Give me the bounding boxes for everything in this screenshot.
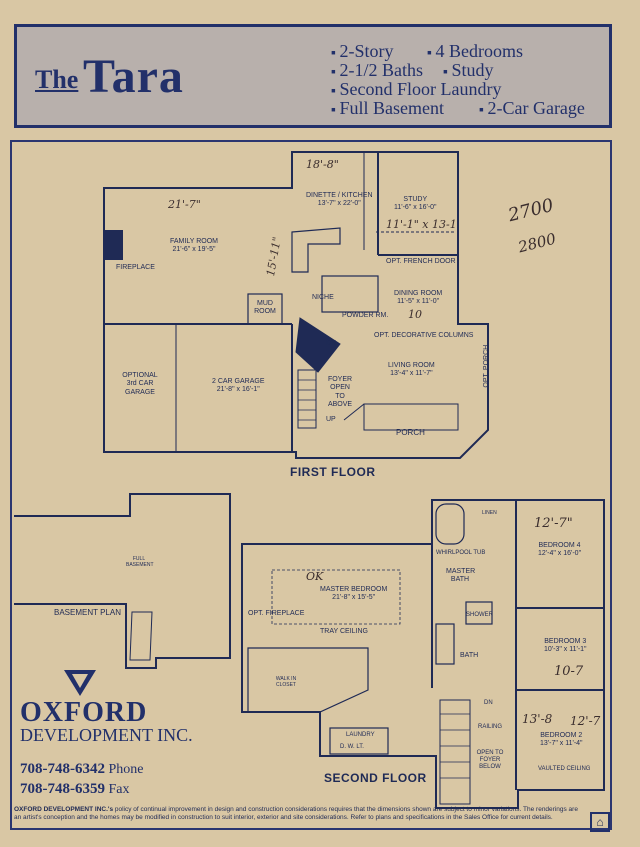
room-label: D. W. LT. xyxy=(340,744,364,750)
room-label: OPEN TO FOYER BELOW xyxy=(476,750,504,771)
company-subname: DEVELOPMENT INC. xyxy=(20,725,193,745)
handwritten-note: 10 xyxy=(408,308,422,321)
room-label: TRAY CEILING xyxy=(320,628,368,635)
room-label: DN xyxy=(484,700,493,706)
room-label: RAILING xyxy=(478,724,503,730)
handwritten-note: 21'-7" xyxy=(168,198,201,211)
title-article: The xyxy=(35,65,79,94)
room-label: FOYER OPEN TO ABOVE xyxy=(327,376,353,409)
first-floor-outline xyxy=(103,151,489,459)
handwritten-note: 12'-7 xyxy=(570,714,601,728)
room-label: LAUNDRY xyxy=(346,732,375,738)
plan-frame xyxy=(10,140,612,830)
room-label: OPT. FRENCH DOOR xyxy=(386,258,456,265)
feature-item: 2-Story xyxy=(331,41,393,62)
room-label: DN xyxy=(326,340,337,347)
equal-housing-icon: ⌂ xyxy=(590,812,610,832)
feature-item: 2-Car Garage xyxy=(479,98,584,119)
model-name: Tara xyxy=(83,50,184,103)
fax-line: 708-748-6359 Fax xyxy=(20,781,130,797)
room-label: MASTER BATH xyxy=(446,568,476,584)
handwritten-note: 12'-7" xyxy=(534,516,573,531)
room-label: SHOWER xyxy=(466,612,493,618)
first-floor-title: FIRST FLOOR xyxy=(290,465,376,479)
feature-item: Second Floor Laundry xyxy=(331,79,501,100)
room-label: NICHE xyxy=(312,294,334,301)
disclaimer: OXFORD DEVELOPMENT INC.'s policy of cont… xyxy=(14,806,578,822)
room-label: VAULTED CEILING xyxy=(538,766,591,772)
handwritten-note: 11'-1" x 13-1 xyxy=(386,218,457,231)
fireplace-mark xyxy=(103,230,123,260)
basement-outline xyxy=(14,493,231,669)
room-label: FIREPLACE xyxy=(116,264,155,271)
feature-item: 4 Bedrooms xyxy=(427,41,523,62)
room-label: MUD ROOM xyxy=(254,300,276,316)
company-logo: OXFORD DEVELOPMENT INC. xyxy=(20,697,193,746)
room-label: OPT. PORCH xyxy=(483,344,491,388)
room-label: UP xyxy=(326,416,336,423)
handwritten-note: 13'-8 xyxy=(522,712,553,726)
room-label: FULL BASEMENT xyxy=(126,556,154,568)
room-label: BATH xyxy=(460,652,479,659)
company-name: OXFORD xyxy=(20,697,148,728)
room-label: LINEN xyxy=(482,510,497,516)
handwritten-note: 10-7 xyxy=(554,664,584,679)
handwritten-note: OK xyxy=(306,570,324,583)
phone-line: 708-748-6342 Phone xyxy=(20,761,144,777)
feature-item: Full Basement xyxy=(331,98,444,119)
room-label: OPT. DECORATIVE COLUMNS xyxy=(374,332,474,339)
title-banner: The Tara 2-Story 4 Bedrooms 2-1/2 Baths … xyxy=(14,24,612,128)
feature-item: Study xyxy=(443,60,493,81)
room-label: OPT. FIREPLACE xyxy=(248,610,305,617)
room-label: PORCH xyxy=(396,428,425,437)
room-label: WALK IN CLOSET xyxy=(275,676,297,688)
feature-item: 2-1/2 Baths xyxy=(331,60,423,81)
room-label: WHIRLPOOL TUB xyxy=(436,550,486,556)
basement-title: BASEMENT PLAN xyxy=(54,608,121,617)
room-label: OPTIONAL 3rd CAR GARAGE xyxy=(122,372,158,396)
second-floor-title: SECOND FLOOR xyxy=(324,771,427,785)
room-label: POWDER RM. xyxy=(342,312,389,319)
handwritten-note: 18'-8" xyxy=(306,158,339,171)
